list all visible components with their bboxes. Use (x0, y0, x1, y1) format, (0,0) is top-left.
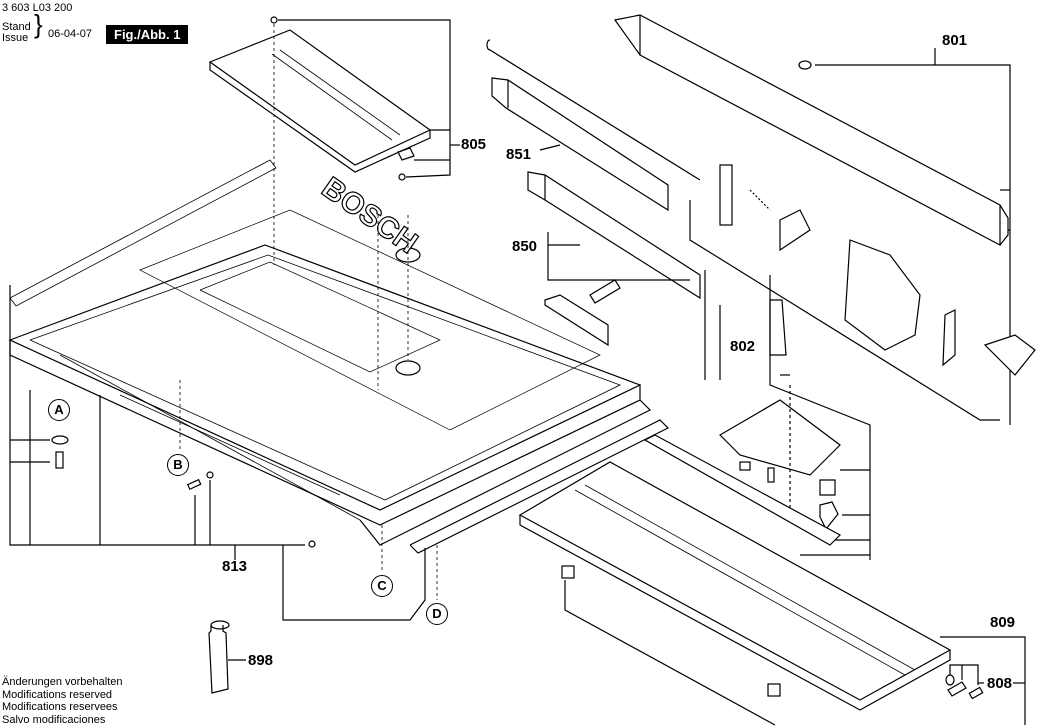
part-label-898: 898 (248, 652, 274, 669)
footer-line: Modifications reserved (2, 688, 113, 701)
callout-d: D (426, 603, 448, 625)
callout-c: C (371, 575, 393, 597)
part-label-850: 850 (512, 238, 538, 255)
footer-line: Modifications reservees (2, 701, 118, 713)
brace-icon: } (34, 9, 43, 39)
saw-table-813 (8, 159, 652, 546)
table-extension-805 (208, 29, 432, 173)
part-label-809: 809 (990, 614, 1016, 631)
footer-line: Salvo modificaciones (2, 713, 106, 726)
leader-805 (278, 19, 451, 178)
stand-label: Stand (2, 21, 31, 33)
part-label-805: 805 (461, 136, 487, 153)
part-label-801: 801 (942, 32, 968, 49)
footer-notice: Änderungen vorbehalten Modifications res… (2, 676, 122, 726)
extension-table-809 (518, 461, 1026, 726)
issue-label: Issue (2, 32, 29, 44)
figure-badge: Fig./Abb. 1 (106, 25, 189, 44)
grease-tube-898 (208, 620, 246, 694)
part-label-802: 802 (730, 338, 756, 355)
fence-rail-850 (527, 171, 701, 347)
document-number: 3 603 L03 200 (2, 2, 73, 14)
footer-line: Änderungen vorbehalten (2, 676, 123, 688)
hardware-808 (945, 664, 984, 700)
part-label-808: 808 (987, 675, 1013, 692)
rail-d (409, 419, 670, 554)
screw-805 (270, 16, 415, 181)
miter-rail (643, 434, 841, 546)
part-label-813: 813 (222, 558, 248, 575)
callout-b: B (167, 454, 189, 476)
fence-rail-851 (486, 39, 701, 212)
issue-date: 06-04-07 (48, 28, 93, 40)
stand-issue-labels: Stand Issue } (2, 11, 43, 44)
table-brand-text: BOSCH (316, 171, 424, 260)
part-label-851: 851 (506, 146, 532, 163)
miter-gauge-802 (719, 385, 870, 556)
leader-813 (9, 285, 426, 621)
callout-a: A (48, 399, 70, 421)
rip-fence-801 (613, 14, 1011, 425)
lock-parts (689, 164, 1036, 560)
